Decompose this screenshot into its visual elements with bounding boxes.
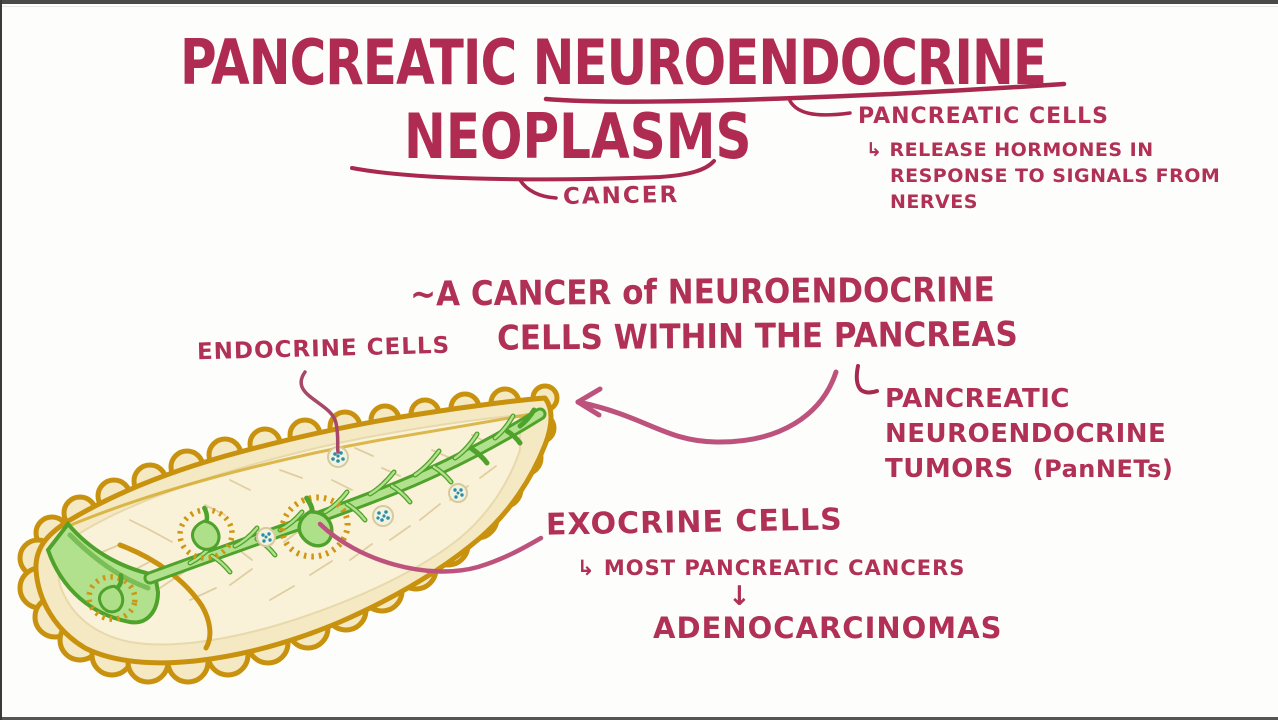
neoplasms-note-label: CANCER xyxy=(562,181,680,211)
pannets-line3: TUMORS (PanNETs) xyxy=(885,454,1174,484)
frame-divider-line xyxy=(0,6,1278,7)
bottom-frame-bar xyxy=(0,717,1278,720)
pancreatic-duct xyxy=(45,407,547,625)
neoplasms-bracket xyxy=(350,159,716,182)
pancreatic-cells-note-line1: ↳ RELEASE HORMONES IN xyxy=(866,139,1154,161)
top-frame-bar xyxy=(0,0,1278,4)
note-connector xyxy=(788,99,852,117)
corner-bracket xyxy=(854,364,879,395)
definition-line2: CELLS WITHIN THE PANCREAS xyxy=(496,314,1018,359)
pancreatic-cells-note-line3: NERVES xyxy=(890,191,978,213)
pancreas-head-crease xyxy=(117,542,213,651)
title-word-neuroendocrine: NEUROENDOCRINE xyxy=(532,26,1047,99)
pannets-abbreviation: (PanNETs) xyxy=(1032,455,1174,483)
pancreatic-cells-note-line2: RESPONSE TO SIGNALS FROM xyxy=(890,165,1221,187)
pannets-line1: PANCREATIC xyxy=(885,384,1071,414)
neuroendocrine-underline xyxy=(543,81,1067,104)
exocrine-leader-line xyxy=(317,521,544,574)
page-title-line1: PANCREATIC NEUROENDOCRINE xyxy=(180,30,1047,96)
title-word-pancreatic: PANCREATIC xyxy=(180,26,533,99)
down-arrow-icon: ↓ xyxy=(728,581,751,612)
neoplasms-bracket-tail xyxy=(518,178,558,200)
pancreas-illustration xyxy=(17,383,560,685)
pannets-line2: NEUROENDOCRINE xyxy=(885,419,1167,449)
definition-line1: ~A CANCER of NEUROENDOCRINE xyxy=(409,270,995,315)
curved-arrow-to-pancreas xyxy=(575,369,839,445)
pancreatic-cells-heading: PANCREATIC CELLS xyxy=(858,104,1110,129)
pannets-word-tumors: TUMORS xyxy=(885,454,1014,484)
exocrine-note-label: ↳ MOST PANCREATIC CANCERS xyxy=(577,556,966,580)
adenocarcinomas-label: ADENOCARCINOMAS xyxy=(653,611,1003,645)
endocrine-leader-line xyxy=(299,370,340,454)
exocrine-cells-label: EXOCRINE CELLS xyxy=(545,502,844,543)
left-frame-bar xyxy=(0,0,2,720)
page-title-line2: NEOPLASMS xyxy=(404,100,752,173)
acinus-head-curl xyxy=(86,573,138,622)
